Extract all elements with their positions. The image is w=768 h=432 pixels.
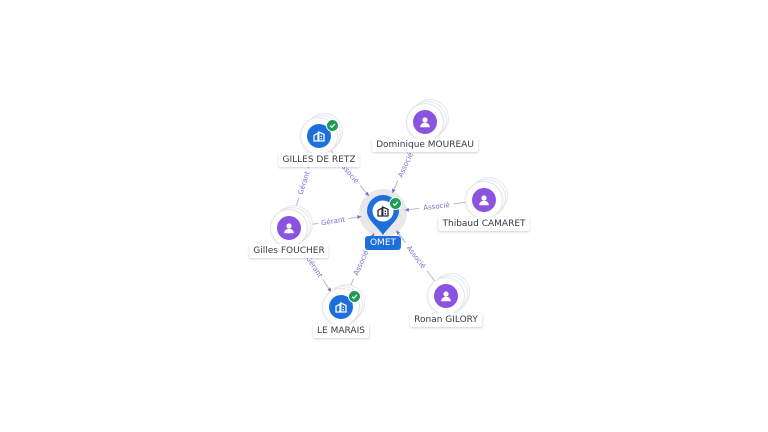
node-label: Gilles FOUCHER bbox=[249, 244, 329, 258]
person-icon bbox=[434, 284, 458, 308]
edge-label-bg bbox=[349, 245, 372, 281]
person-icon bbox=[413, 110, 437, 134]
node-label: Dominique MOUREAU bbox=[372, 138, 478, 152]
edge-arrow-icon bbox=[396, 230, 401, 235]
verified-check-icon bbox=[326, 119, 339, 132]
edge-label: Associé bbox=[423, 201, 450, 212]
center-label: OMET bbox=[364, 236, 402, 250]
edge-label: Associé bbox=[405, 244, 427, 270]
edge-label-bg bbox=[393, 147, 417, 183]
edge-label-bg bbox=[418, 199, 455, 213]
edge-label-bg bbox=[294, 167, 313, 199]
verified-check-icon bbox=[348, 290, 361, 303]
edge-arrow-icon bbox=[327, 287, 332, 292]
edge-arrow-icon bbox=[364, 191, 369, 197]
node-label: GILLES DE RETZ bbox=[278, 153, 360, 167]
edge-label-bg bbox=[402, 240, 431, 274]
edge-label: Gérant bbox=[297, 170, 312, 196]
edge-label-bg bbox=[302, 251, 327, 282]
node-label: Thibaud CAMARET bbox=[438, 217, 530, 231]
edge-label: Gérant bbox=[321, 216, 346, 228]
person-icon bbox=[472, 188, 496, 212]
edge-label: Gérant bbox=[304, 255, 324, 280]
edge-arrow-icon bbox=[392, 188, 396, 194]
edge-arrow-icon bbox=[357, 215, 362, 220]
edge-label-bg bbox=[317, 214, 349, 228]
node-label: Ronan GILORY bbox=[410, 313, 482, 327]
person-icon bbox=[277, 216, 301, 240]
edge-label: Associé bbox=[352, 249, 370, 276]
edge-label: Associé bbox=[397, 151, 415, 178]
node-label: LE MARAIS bbox=[313, 324, 369, 338]
edge-arrow-icon bbox=[404, 207, 410, 212]
verified-check-icon bbox=[389, 197, 402, 210]
